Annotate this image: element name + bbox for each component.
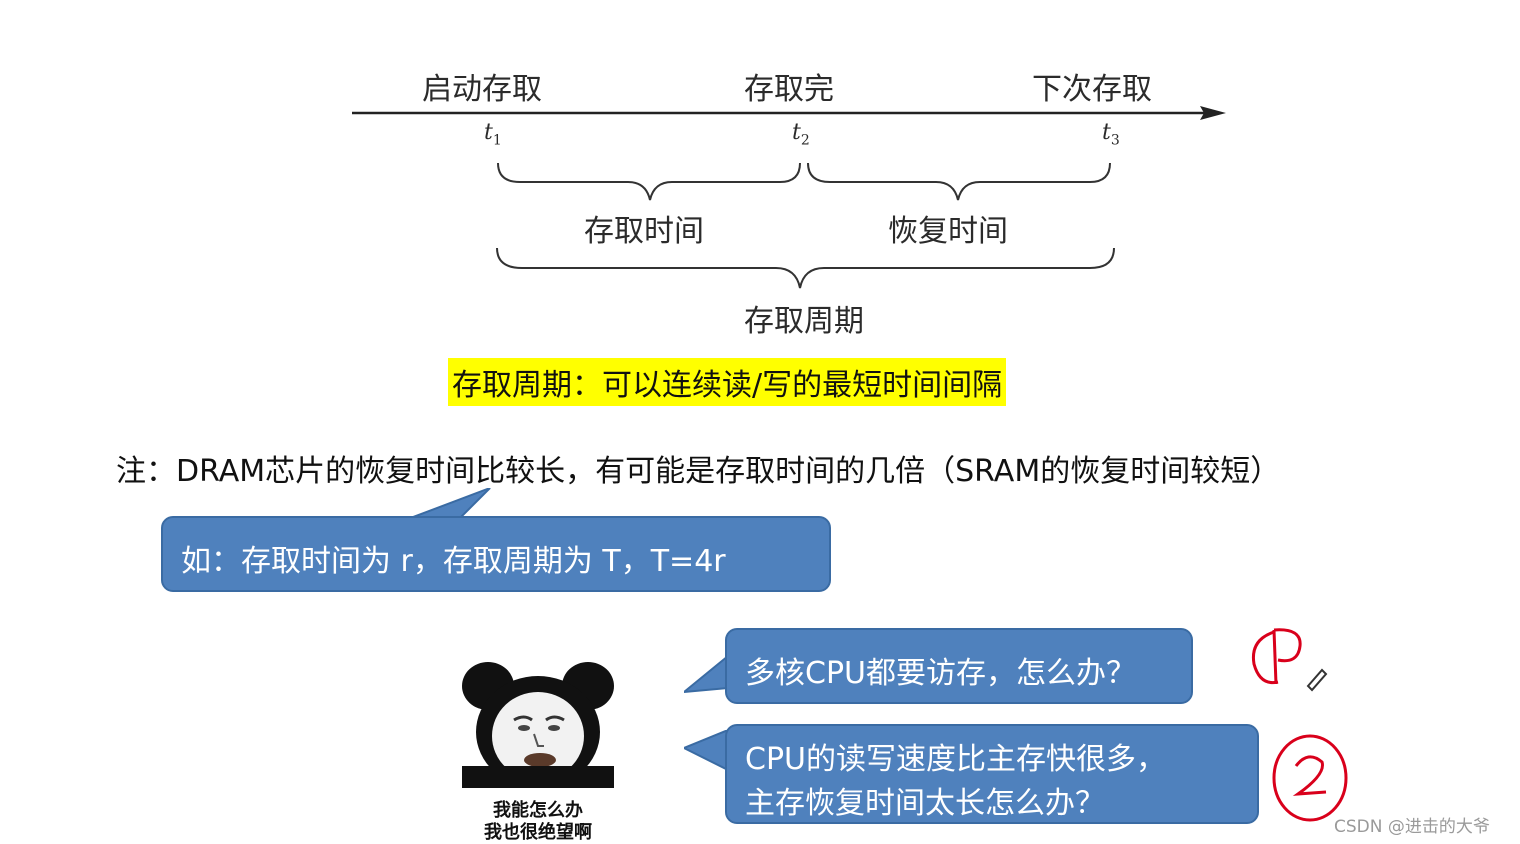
question-bubble-2-tail: [684, 730, 728, 772]
marker-2-text: ②: [1280, 740, 1281, 741]
brace-label-recovery-time: 恢复时间: [888, 214, 1008, 249]
tick-t3: t3: [1102, 120, 1120, 149]
handwritten-marker-2: [1272, 734, 1348, 822]
brace-recovery-time: [807, 162, 1111, 201]
timeline-label-start: 启动存取: [422, 72, 542, 107]
csdn-watermark: CSDN @进击的大爷: [1334, 817, 1490, 837]
dram-note: 注：DRAM芯片的恢复时间比较长，有可能是存取时间的几倍（SRAM的恢复时间较短…: [116, 454, 1281, 489]
example-bubble: 如：存取时间为 r，存取周期为 T，T=4r: [161, 516, 831, 592]
marker-1-text: ①: [1254, 630, 1255, 631]
tick-t2: t2: [792, 120, 810, 149]
question-bubble-2: CPU的读写速度比主存快很多， 主存恢复时间太长怎么办？: [725, 724, 1259, 824]
definition-highlight: 存取周期：可以连续读/写的最短时间间隔: [448, 358, 1007, 406]
brace-access-time: [497, 162, 801, 201]
question-1-text: 多核CPU都要访存，怎么办？: [745, 656, 1136, 691]
panda-meme-image: [462, 660, 614, 788]
tick-t1: t1: [484, 120, 502, 149]
timeline-label-next: 下次存取: [1032, 72, 1152, 107]
timeline-diagram: [352, 106, 1226, 289]
question-bubble-1: 多核CPU都要访存，怎么办？: [725, 628, 1193, 704]
brace-access-cycle: [496, 247, 1115, 289]
question-bubble-1-tail: [684, 654, 728, 694]
example-bubble-tail: [400, 488, 491, 522]
timeline-arrow-head: [1200, 106, 1226, 120]
handwritten-marker-1: [1251, 628, 1328, 692]
timeline-label-done: 存取完: [744, 72, 834, 107]
question-2-line1: CPU的读写速度比主存快很多，: [745, 742, 1166, 777]
meme-caption-line1: 我能怎么办: [493, 800, 583, 821]
example-bubble-text: 如：存取时间为 r，存取周期为 T，T=4r: [181, 544, 726, 579]
brace-label-access-time: 存取时间: [584, 214, 704, 249]
question-2-line2: 主存恢复时间太长怎么办？: [745, 786, 1105, 821]
brace-label-access-cycle: 存取周期: [744, 304, 864, 339]
meme-caption-line2: 我也很绝望啊: [484, 822, 592, 843]
